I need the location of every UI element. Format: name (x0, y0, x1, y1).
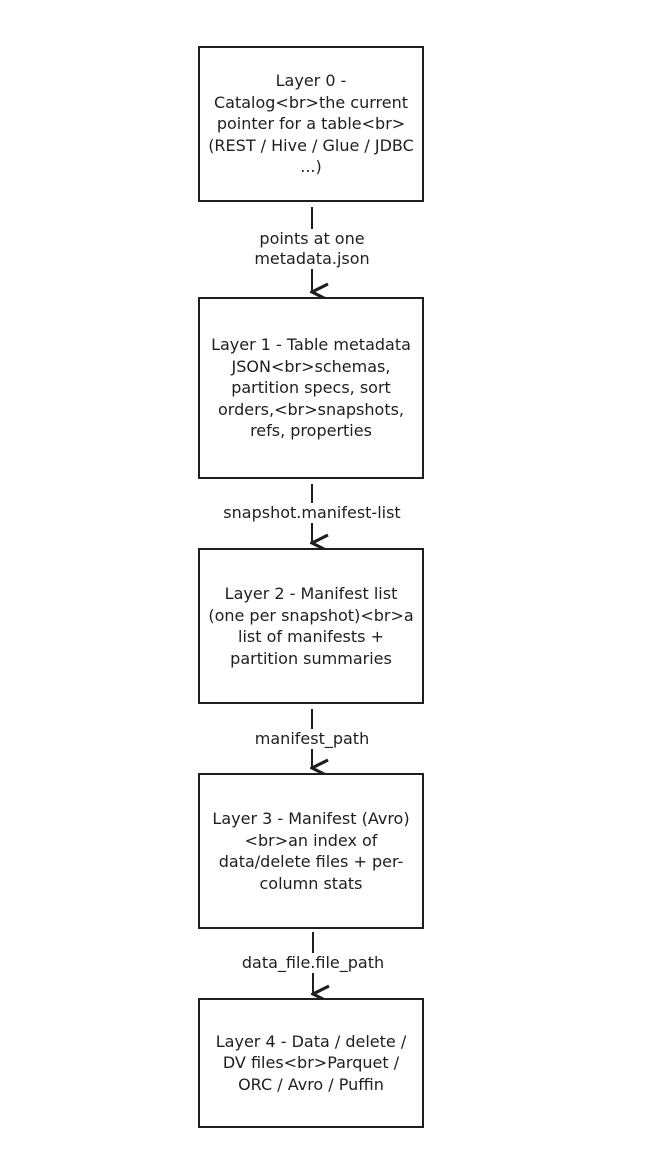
node-layer-3: Layer 3 - Manifest (Avro)<br>an index of… (198, 773, 424, 929)
node-layer-0-label: Layer 0 - Catalog<br>the current pointer… (208, 71, 414, 177)
node-layer-2: Layer 2 - Manifest list (one per snapsho… (198, 548, 424, 704)
node-layer-1: Layer 1 - Table metadata JSON<br>schemas… (198, 297, 424, 479)
node-layer-3-label: Layer 3 - Manifest (Avro)<br>an index of… (212, 809, 410, 893)
node-layer-4-label: Layer 4 - Data / delete / DV files<br>Pa… (215, 1031, 407, 1094)
node-layer-4: Layer 4 - Data / delete / DV files<br>Pa… (198, 998, 424, 1128)
node-layer-0: Layer 0 - Catalog<br>the current pointer… (198, 46, 424, 202)
edge-label-layer-2-to-layer-3: manifest_path (220, 729, 404, 749)
node-layer-1-label: Layer 1 - Table metadata JSON<br>schemas… (211, 335, 411, 441)
node-layer-2-label: Layer 2 - Manifest list (one per snapsho… (208, 584, 414, 668)
edge-label-layer-0-to-layer-1: points at one metadata.json (210, 229, 414, 269)
edge-label-layer-3-to-layer-4: data_file.file_path (210, 953, 416, 973)
edge-label-layer-1-to-layer-2: snapshot.manifest-list (200, 503, 424, 523)
